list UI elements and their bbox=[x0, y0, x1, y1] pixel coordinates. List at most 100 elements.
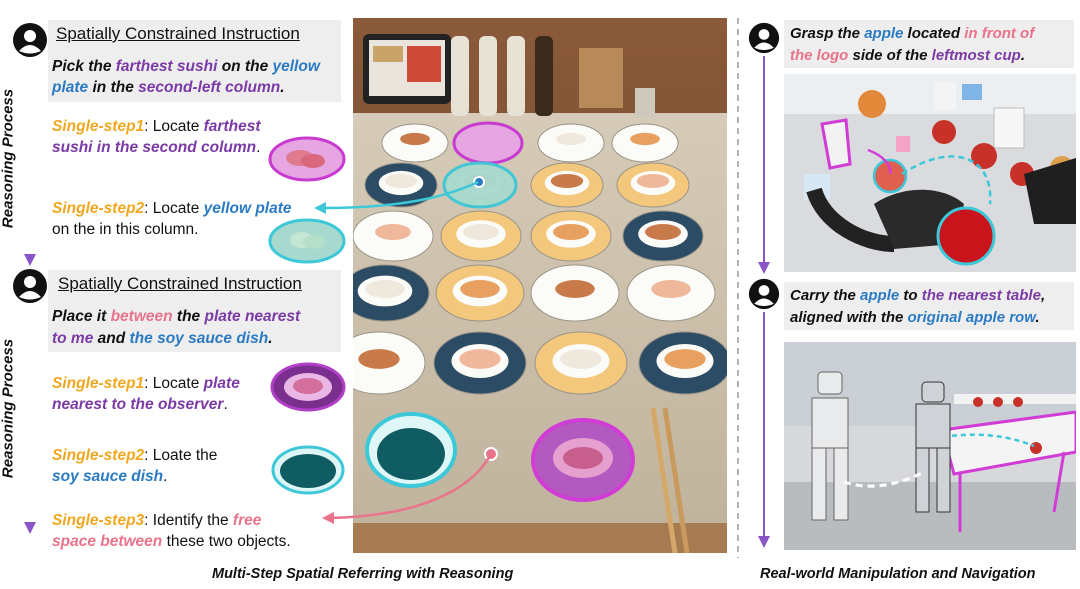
text-run: apple bbox=[864, 25, 904, 42]
text-run: to bbox=[899, 287, 922, 304]
text-run: . bbox=[268, 330, 273, 347]
instruction-line: Place it between the plate nearest bbox=[52, 307, 300, 327]
instruction-line: to me and the soy sauce dish. bbox=[52, 329, 273, 349]
sushi-piece bbox=[550, 173, 584, 189]
sushi-table-photo bbox=[353, 18, 727, 553]
step-text: on the in this column. bbox=[52, 219, 198, 240]
text-run: in front of bbox=[964, 25, 1035, 42]
sushi-piece bbox=[664, 349, 706, 369]
left-caption: Multi-Step Spatial Referring with Reason… bbox=[212, 566, 514, 582]
step-text: Single-step2: Loate the bbox=[52, 445, 217, 466]
sushi-piece bbox=[560, 349, 602, 369]
step-text: soy sauce dish. bbox=[52, 466, 167, 487]
step-text: Single-step3: Identify the free bbox=[52, 510, 261, 531]
sushi-piece bbox=[553, 224, 589, 240]
text-run: . bbox=[223, 396, 228, 413]
sushi-piece bbox=[459, 349, 501, 369]
text-run: . bbox=[1035, 309, 1040, 326]
text-run: : Identify the bbox=[144, 512, 233, 529]
text-run: second-left column bbox=[138, 79, 281, 96]
reasoning-arrow bbox=[24, 60, 36, 266]
text-run: Single-step2 bbox=[52, 200, 145, 217]
instruction-box bbox=[48, 20, 341, 102]
text-run: Single-step1 bbox=[52, 375, 145, 392]
text-run: the bbox=[172, 308, 205, 325]
text-run: : Locate bbox=[144, 118, 204, 135]
text-run: side of the bbox=[848, 47, 932, 64]
text-run: the logo bbox=[790, 47, 849, 64]
text-run: . bbox=[280, 79, 285, 96]
text-run: nearest to the observer bbox=[52, 396, 224, 413]
user-icon bbox=[748, 22, 780, 54]
text-run: apple bbox=[860, 287, 900, 304]
manipulation-photo bbox=[784, 74, 1076, 272]
text-run: Grasp the bbox=[790, 25, 865, 42]
text-run: Place it bbox=[52, 308, 111, 325]
text-run: the soy sauce dish bbox=[129, 330, 269, 347]
text-run: farthest sushi bbox=[115, 58, 218, 75]
text-run: Single-step1 bbox=[52, 118, 145, 135]
text-run: . bbox=[163, 468, 168, 485]
instruction-box bbox=[784, 20, 1074, 68]
step-text: Single-step1: Locate farthest bbox=[52, 116, 261, 137]
text-run: : Loate the bbox=[144, 447, 218, 464]
text-run: plate bbox=[52, 79, 89, 96]
instruction-line: aligned with the original apple row. bbox=[790, 308, 1039, 328]
text-run: aligned with the bbox=[790, 309, 908, 326]
text-run: . bbox=[256, 139, 261, 156]
text-run: free bbox=[232, 512, 262, 529]
text-run: space between bbox=[52, 533, 163, 550]
text-run: leftmost cup bbox=[931, 47, 1021, 64]
text-run: located bbox=[903, 25, 965, 42]
sushi-piece bbox=[630, 132, 660, 146]
text-run: : Locate bbox=[144, 375, 204, 392]
plate-crop-thumbnail bbox=[270, 362, 346, 412]
navigation-photo bbox=[784, 342, 1076, 550]
reasoning-arrow bbox=[758, 312, 770, 548]
text-run: yellow plate bbox=[203, 200, 292, 217]
instruction-line: plate in the second-left column. bbox=[52, 78, 285, 98]
sushi-piece bbox=[365, 280, 405, 298]
text-run: the nearest table bbox=[921, 287, 1041, 304]
text-run: plate nearest bbox=[204, 308, 301, 325]
text-run: Single-step2 bbox=[52, 447, 145, 464]
sushi-piece bbox=[384, 173, 418, 189]
text-run: yellow bbox=[272, 58, 320, 75]
sushi-piece bbox=[556, 132, 586, 146]
sushi-piece bbox=[460, 280, 500, 298]
text-run: : Locate bbox=[144, 200, 204, 217]
step-text: Single-step2: Locate yellow plate bbox=[52, 198, 292, 219]
sushi-piece bbox=[636, 173, 670, 189]
reasoning-arrow bbox=[758, 56, 770, 274]
reasoning-arrow bbox=[24, 306, 36, 534]
instruction-box bbox=[48, 270, 341, 352]
text-run: in the bbox=[88, 79, 139, 96]
instruction-title: Spatially Constrained Instruction bbox=[56, 24, 300, 43]
sushi-piece bbox=[555, 280, 595, 298]
text-run: Carry the bbox=[790, 287, 861, 304]
sushi-piece bbox=[645, 224, 681, 240]
user-icon bbox=[13, 269, 47, 303]
instruction-line: Grasp the apple located in front of bbox=[790, 24, 1034, 44]
text-run: , bbox=[1040, 287, 1046, 304]
text-run: on the bbox=[217, 58, 273, 75]
step-text: nearest to the observer. bbox=[52, 394, 228, 415]
text-run: soy sauce dish bbox=[52, 468, 164, 485]
step-text: Single-step1: Locate plate bbox=[52, 373, 240, 394]
instruction-line: Carry the apple to the nearest table, bbox=[790, 286, 1045, 306]
instruction-line: the logo side of the leftmost cup. bbox=[790, 46, 1025, 66]
step-text: sushi in the second column. bbox=[52, 137, 260, 158]
soy-dish-crop-thumbnail bbox=[271, 445, 345, 495]
dashed-divider bbox=[737, 18, 739, 558]
step-text: space between these two objects. bbox=[52, 531, 291, 552]
text-run: plate bbox=[203, 375, 240, 392]
user-icon bbox=[13, 23, 47, 57]
text-run: and bbox=[93, 330, 130, 347]
text-run: Pick the bbox=[52, 58, 116, 75]
text-run: Single-step3 bbox=[52, 512, 145, 529]
instruction-title: Spatially Constrained Instruction bbox=[58, 274, 302, 293]
sushi-piece bbox=[651, 280, 691, 298]
sushi-piece bbox=[400, 132, 430, 146]
right-caption: Real-world Manipulation and Navigation bbox=[760, 566, 1036, 582]
